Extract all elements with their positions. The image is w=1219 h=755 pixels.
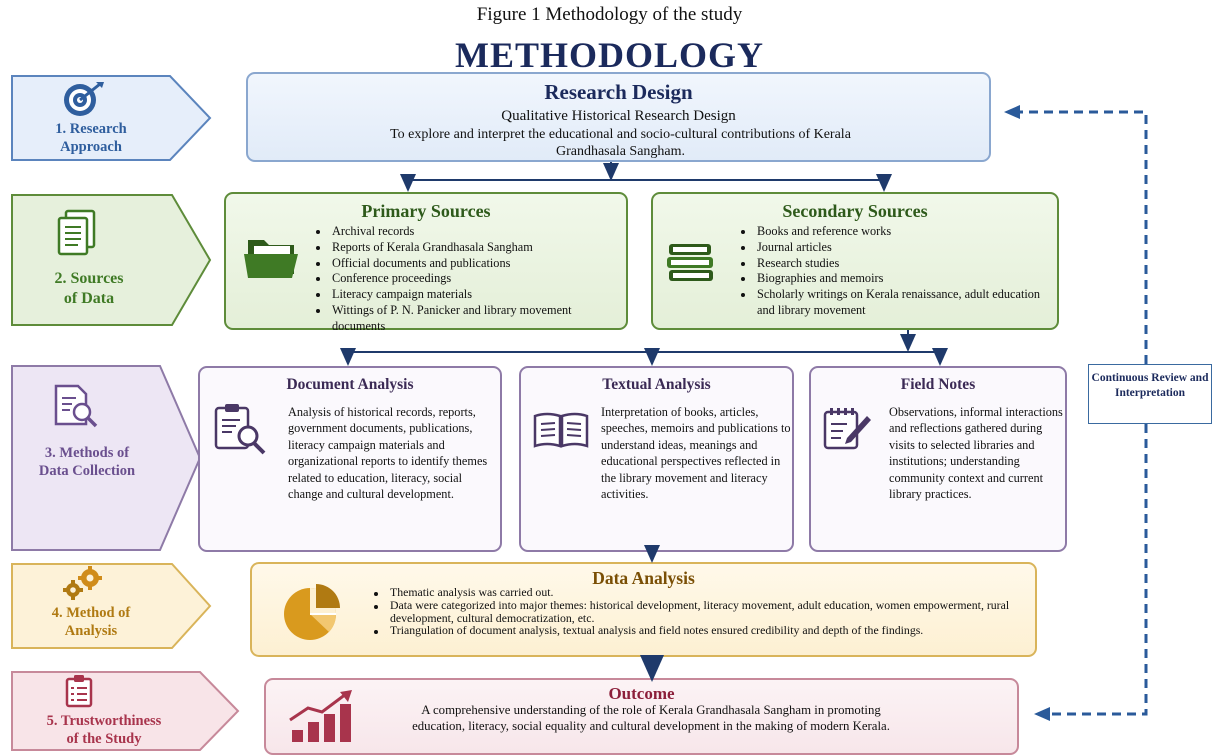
textual-analysis-box: Textual Analysis Interpretation of books… bbox=[519, 366, 794, 552]
document-analysis-title: Document Analysis bbox=[286, 376, 414, 393]
review-loop-top bbox=[1018, 110, 1148, 364]
list-item: Reports of Kerala Grandhasala Sangham bbox=[312, 240, 622, 256]
step-research-approach: 1. Research Approach bbox=[10, 74, 212, 162]
continuous-review-box: Continuous Review and Interpretation bbox=[1088, 364, 1212, 424]
step-chevron-shape bbox=[11, 75, 212, 161]
document-analysis-box: Document Analysis Analysis of historical… bbox=[198, 366, 502, 552]
research-design-subtitle: Qualitative Historical Research Design bbox=[501, 108, 736, 124]
step-label: 3. Methods of Data Collection bbox=[38, 445, 136, 479]
field-notes-box: Field Notes Observations, informal inter… bbox=[809, 366, 1067, 552]
list-item: Journal articles bbox=[737, 240, 1055, 256]
outcome-text: A comprehensive understanding of the rol… bbox=[412, 703, 890, 733]
books-icon bbox=[663, 242, 721, 297]
step-label: 2. Sources of Data bbox=[54, 270, 124, 307]
list-item: Scholarly writings on Kerala renaissance… bbox=[737, 287, 1055, 319]
review-loop-bottom bbox=[1048, 424, 1148, 716]
list-item: Archival records bbox=[312, 224, 622, 240]
figure-caption: Figure 1 Methodology of the study bbox=[476, 4, 743, 25]
primary-sources-title: Primary Sources bbox=[361, 201, 491, 221]
document-analysis-text: Analysis of historical records, reports,… bbox=[288, 405, 488, 502]
pie-chart-icon bbox=[274, 582, 358, 647]
outcome-title: Outcome bbox=[608, 684, 675, 703]
research-design-title: Research Design bbox=[544, 80, 693, 104]
step-label: 4. Method of Analysis bbox=[51, 605, 131, 639]
secondary-sources-list: Books and reference works Journal articl… bbox=[737, 224, 1055, 319]
list-item: Literacy campaign materials bbox=[312, 287, 622, 303]
diagram-title: METHODOLOGY bbox=[454, 35, 765, 75]
data-analysis-box: Data Analysis Thematic analysis was carr… bbox=[250, 562, 1037, 657]
step-label: 1. Research Approach bbox=[55, 121, 127, 155]
open-book-icon bbox=[533, 410, 589, 455]
review-arrowhead bbox=[1004, 105, 1020, 119]
step-method-of-analysis: 4. Method of Analysis bbox=[10, 562, 212, 650]
textual-analysis-title: Textual Analysis bbox=[602, 376, 711, 393]
data-analysis-title: Data Analysis bbox=[592, 568, 695, 588]
list-item: Conference proceedings bbox=[312, 271, 622, 287]
list-item: Triangulation of document analysis, text… bbox=[370, 624, 1030, 637]
review-arrowhead bbox=[1034, 707, 1050, 721]
growth-chart-icon bbox=[286, 690, 360, 751]
secondary-sources-box: Secondary Sources Books and reference wo… bbox=[651, 192, 1059, 330]
data-analysis-list: Thematic analysis was carried out. Data … bbox=[370, 586, 1030, 637]
step-methods-of-data-collection: 3. Methods of Data Collection bbox=[10, 364, 202, 552]
list-item: Data were categorized into major themes:… bbox=[370, 598, 1030, 625]
step-trustworthiness: 5. Trustworthiness of the Study bbox=[10, 670, 242, 752]
step-chevron-shape bbox=[11, 563, 212, 649]
textual-analysis-text: Interpretation of books, articles, speec… bbox=[601, 405, 791, 502]
list-item: Thematic analysis was carried out. bbox=[370, 586, 1030, 599]
field-notes-text: Observations, informal interactions and … bbox=[889, 405, 1063, 502]
list-item: Research studies bbox=[737, 256, 1055, 272]
research-design-box: Research Design Qualitative Historical R… bbox=[246, 72, 991, 162]
list-item: Biographies and memoirs bbox=[737, 271, 1055, 287]
list-item: Wittings of P. N. Panicker and library m… bbox=[312, 303, 622, 335]
folder-icon bbox=[240, 234, 302, 285]
list-item: Books and reference works bbox=[737, 224, 1055, 240]
clipboard-search-icon bbox=[212, 402, 270, 461]
research-design-text: To explore and interpret the educational… bbox=[390, 127, 851, 159]
primary-sources-list: Archival records Reports of Kerala Grand… bbox=[312, 224, 622, 335]
secondary-sources-title: Secondary Sources bbox=[782, 201, 928, 221]
notepad-pen-icon bbox=[821, 404, 875, 459]
primary-sources-box: Primary Sources Archival records Reports… bbox=[224, 192, 628, 333]
list-item: Official documents and publications bbox=[312, 256, 622, 272]
step-sources-of-data: 2. Sources of Data bbox=[10, 193, 212, 327]
step-label: 5. Trustworthiness of the Study bbox=[46, 713, 162, 747]
field-notes-title: Field Notes bbox=[900, 376, 976, 393]
